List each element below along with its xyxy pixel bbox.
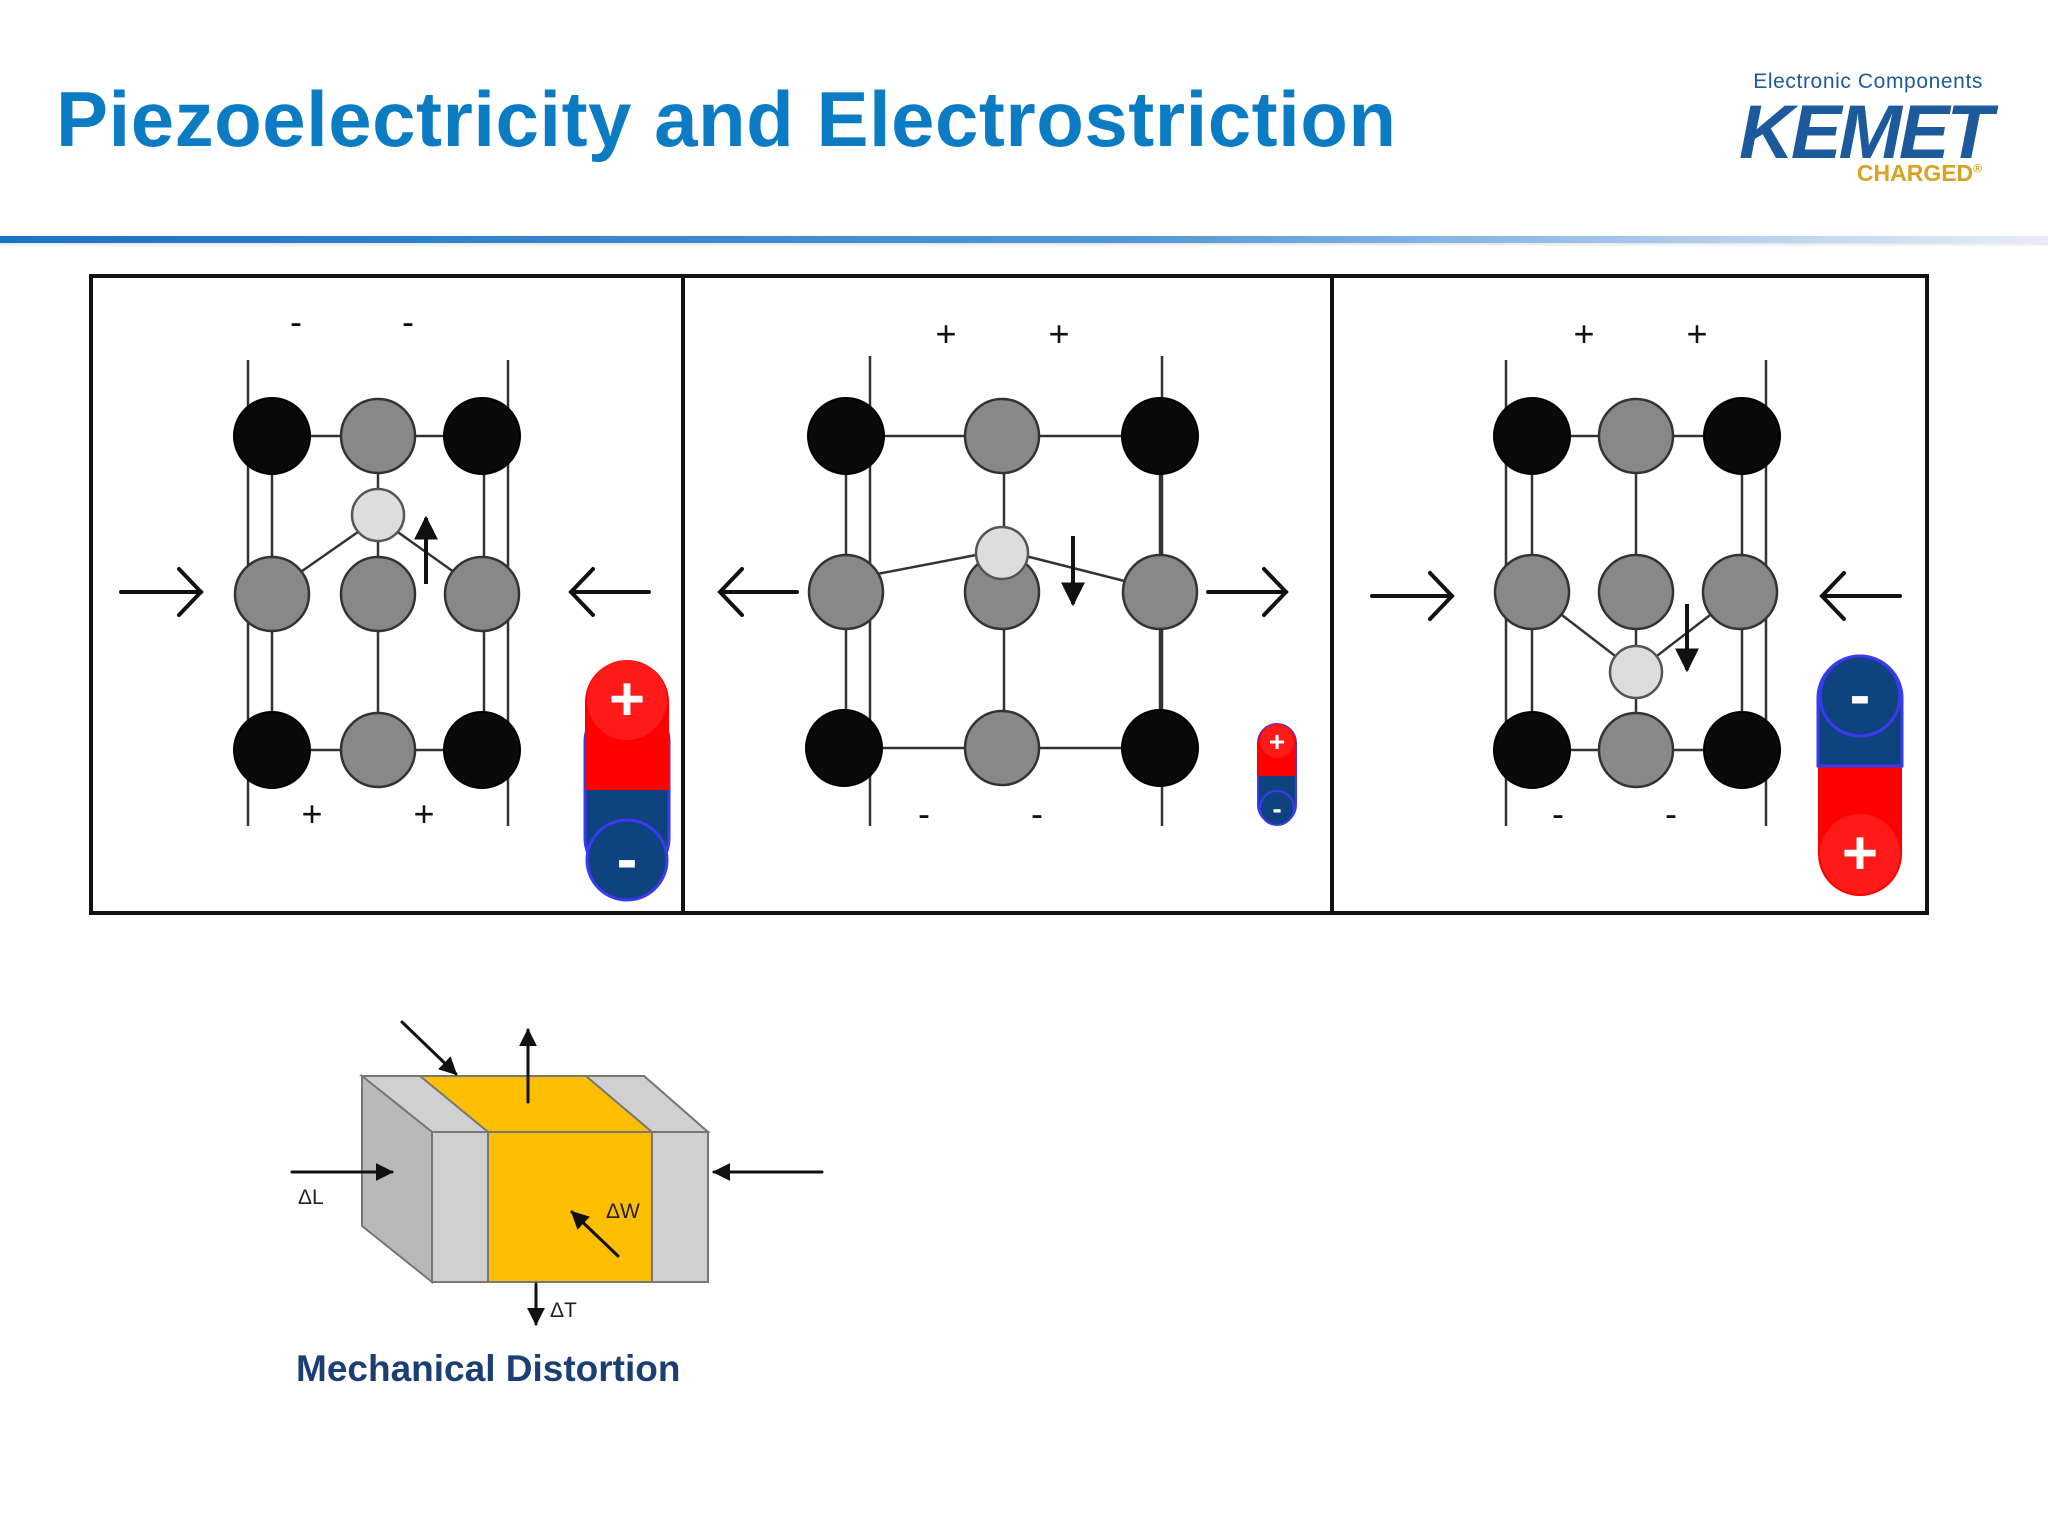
diagram-caption: Mechanical Distortion — [296, 1348, 681, 1389]
panel-1-bottom-charge-left: + — [301, 793, 322, 834]
panel-1-bottom-charge-right: + — [413, 793, 434, 834]
kemet-logo: Electronic Components KEMET CHARGED® — [1690, 66, 1993, 196]
panel-2-bottom-charge-right: - — [1031, 793, 1043, 834]
slide-title: Piezoelectricity and Electrostriction — [56, 75, 1397, 163]
panel-1-battery-top-sign: + — [609, 665, 645, 734]
panel-3-battery: - + — [1816, 654, 1904, 896]
header-rule-shadow — [0, 243, 2048, 247]
panel-1-battery-bottom-sign: - — [617, 825, 638, 894]
panel-1: - - + + + - — [119, 301, 671, 902]
panels-frame — [89, 274, 1929, 915]
panel-1-top-charge-left: - — [290, 301, 302, 342]
panel-1-top-charge-right: - — [402, 301, 414, 342]
panel-3-top-charge-left: + — [1573, 313, 1594, 354]
panel-2-battery-top-sign: + — [1269, 726, 1285, 757]
logo-brand: KEMET — [1739, 90, 1993, 175]
delta-l-label: ΔL — [298, 1186, 324, 1209]
logo-mark: ® — [1973, 161, 1982, 176]
delta-w-label: ΔW — [606, 1200, 640, 1223]
logo-top-text: Electronic Components — [1753, 70, 1983, 93]
capacitor-diagram: ΔL ΔW ΔT — [290, 1020, 824, 1326]
panel-1-battery: + - — [583, 660, 671, 902]
panel-3-bottom-charge-right: - — [1665, 793, 1677, 834]
delta-t-label: ΔT — [550, 1299, 577, 1322]
panel-2-bottom-charge-left: - — [918, 793, 930, 834]
panel-2-top-charge-left: + — [935, 313, 956, 354]
logo-tagline: CHARGED® — [1857, 160, 1982, 187]
panel-3-top-charge-right: + — [1686, 313, 1707, 354]
panel-2: + + - - + - — [717, 313, 1297, 834]
panel-2-battery: + - — [1257, 723, 1297, 826]
header-rule — [0, 236, 2048, 243]
panel-2-top-charge-right: + — [1048, 313, 1069, 354]
logo-tagline-text: CHARGED — [1856, 160, 1974, 186]
panel-2-battery-bottom-sign: - — [1272, 793, 1281, 824]
panel-3-battery-top-sign: - — [1850, 661, 1871, 730]
panel-3: + + - - - + — [1370, 313, 1904, 896]
panel-3-battery-bottom-sign: + — [1842, 819, 1878, 888]
panel-3-bottom-charge-left: - — [1552, 793, 1564, 834]
